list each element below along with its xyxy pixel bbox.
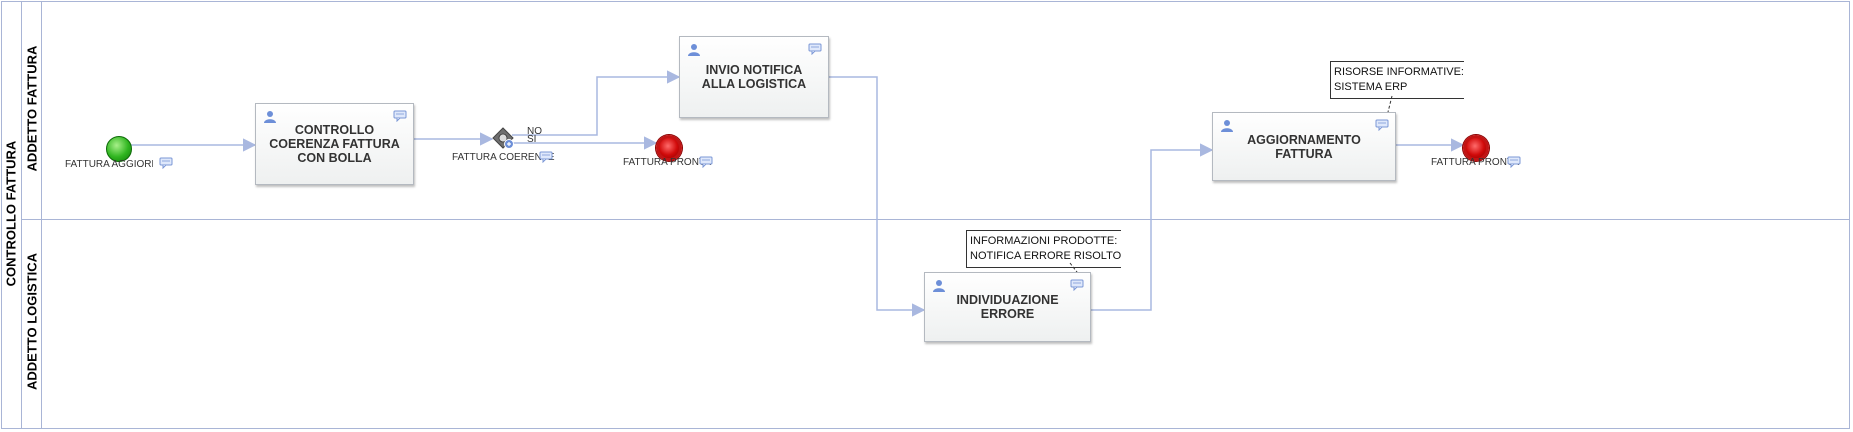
annotation-risorse-informative: RISORSE INFORMATIVE: SISTEMA ERP	[1330, 61, 1464, 99]
annotation-line: INFORMAZIONI PRODOTTE:	[970, 235, 1118, 247]
comment-icon[interactable]	[1507, 156, 1521, 168]
user-icon	[264, 111, 276, 123]
flow-gateway-no-to-invio	[512, 70, 681, 136]
annotation-line: NOTIFICA ERRORE RISOLTO	[970, 250, 1122, 262]
pool-header: CONTROLLO FATTURA	[1, 1, 22, 429]
comment-icon[interactable]	[699, 156, 713, 168]
task-label: CONTROLLO COERENZA FATTURA CON BOLLA	[269, 123, 400, 165]
user-icon	[933, 280, 945, 292]
gateway-icon	[492, 127, 514, 149]
annotation-line: SISTEMA ERP	[1334, 81, 1408, 93]
task-controllo-coerenza[interactable]: CONTROLLO COERENZA FATTURA CON BOLLA	[255, 103, 414, 185]
gateway-branch-si: SI	[527, 134, 537, 145]
annotation-line: RISORSE INFORMATIVE:	[1334, 66, 1464, 78]
end-event-label: FATTURA PRONTA	[1431, 157, 1519, 168]
task-invio-notifica[interactable]: INVIO NOTIFICA ALLA LOGISTICA	[679, 36, 829, 118]
start-event-label: FATTURA AGGIORNATA	[65, 159, 153, 170]
start-event[interactable]	[106, 136, 132, 162]
task-aggiornamento-fattura[interactable]: AGGIORNAMENTO FATTURA	[1212, 112, 1396, 181]
gateway-label: FATTURA COERENTE	[452, 152, 555, 163]
user-icon	[688, 44, 700, 56]
task-individuazione-errore[interactable]: INDIVIDUAZIONE ERRORE	[924, 272, 1091, 342]
flow-individuazione-to-aggiornamento	[1091, 143, 1214, 311]
comment-icon[interactable]	[1070, 279, 1084, 291]
lane-header-addetto-logistica: ADDETTO LOGISTICA	[22, 219, 42, 429]
association-informazioni	[1069, 262, 1081, 277]
annotation-informazioni-prodotte: INFORMAZIONI PRODOTTE: NOTIFICA ERRORE R…	[966, 230, 1122, 268]
end-event-fattura-pronta[interactable]	[656, 135, 682, 161]
comment-icon[interactable]	[393, 110, 407, 122]
end-event-label: FATTURA PRONTA	[623, 157, 711, 168]
task-label: AGGIORNAMENTO FATTURA	[1247, 132, 1361, 161]
flow-invio-to-individuazione	[829, 76, 926, 317]
comment-icon[interactable]	[539, 151, 553, 163]
lane-header-addetto-fattura: ADDETTO FATTURA	[22, 1, 42, 219]
user-icon	[1221, 120, 1233, 132]
comment-icon[interactable]	[159, 157, 173, 169]
lane-separator	[22, 219, 1850, 220]
gateway-branch-no: NO	[527, 126, 542, 137]
end-event-fattura-pronta-2[interactable]	[1463, 135, 1489, 161]
comment-icon[interactable]	[808, 43, 822, 55]
task-label: INDIVIDUAZIONE ERRORE	[956, 293, 1059, 321]
task-label: INVIO NOTIFICA ALLA LOGISTICA	[701, 63, 807, 91]
comment-icon[interactable]	[1375, 119, 1389, 131]
